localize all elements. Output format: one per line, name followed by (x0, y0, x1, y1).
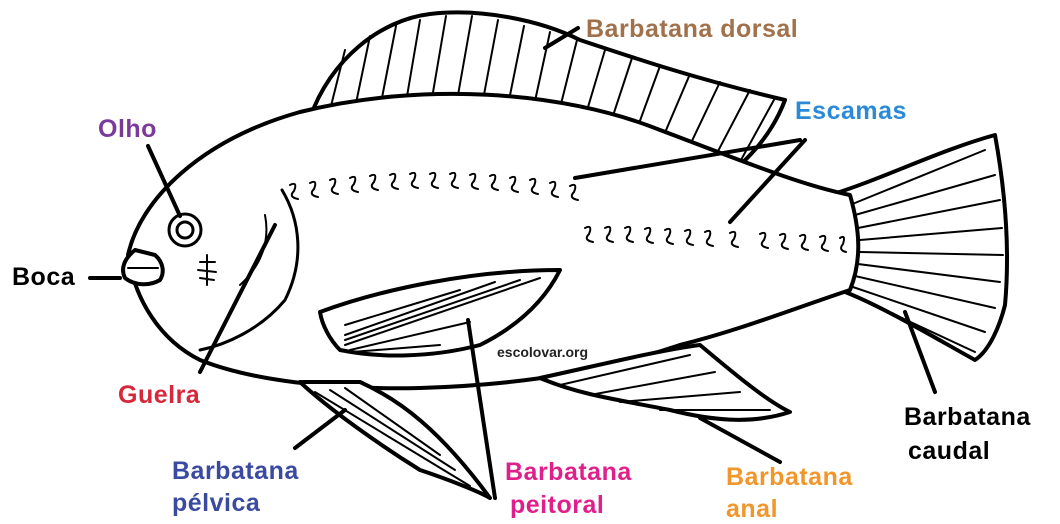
label-barbatana-peitoral-1: Barbatana (505, 457, 632, 487)
label-barbatana-pelvica-1: Barbatana (172, 456, 299, 486)
watermark: escolovar.org (497, 344, 588, 360)
label-barbatana-pelvica-2: pélvica (172, 488, 260, 518)
label-escamas: Escamas (795, 96, 907, 126)
leader-pelvica (295, 410, 345, 448)
label-guelra: Guelra (118, 380, 200, 410)
label-boca: Boca (12, 262, 75, 292)
label-barbatana-dorsal: Barbatana dorsal (586, 14, 798, 44)
label-barbatana-peitoral-2: peitoral (510, 490, 604, 520)
label-olho: Olho (98, 114, 157, 144)
label-barbatana-caudal-2: caudal (908, 436, 990, 466)
label-barbatana-anal-1: Barbatana (726, 462, 853, 492)
leader-anal (700, 418, 780, 462)
label-barbatana-anal-2: anal (726, 494, 778, 524)
label-barbatana-caudal-1: Barbatana (904, 402, 1031, 432)
